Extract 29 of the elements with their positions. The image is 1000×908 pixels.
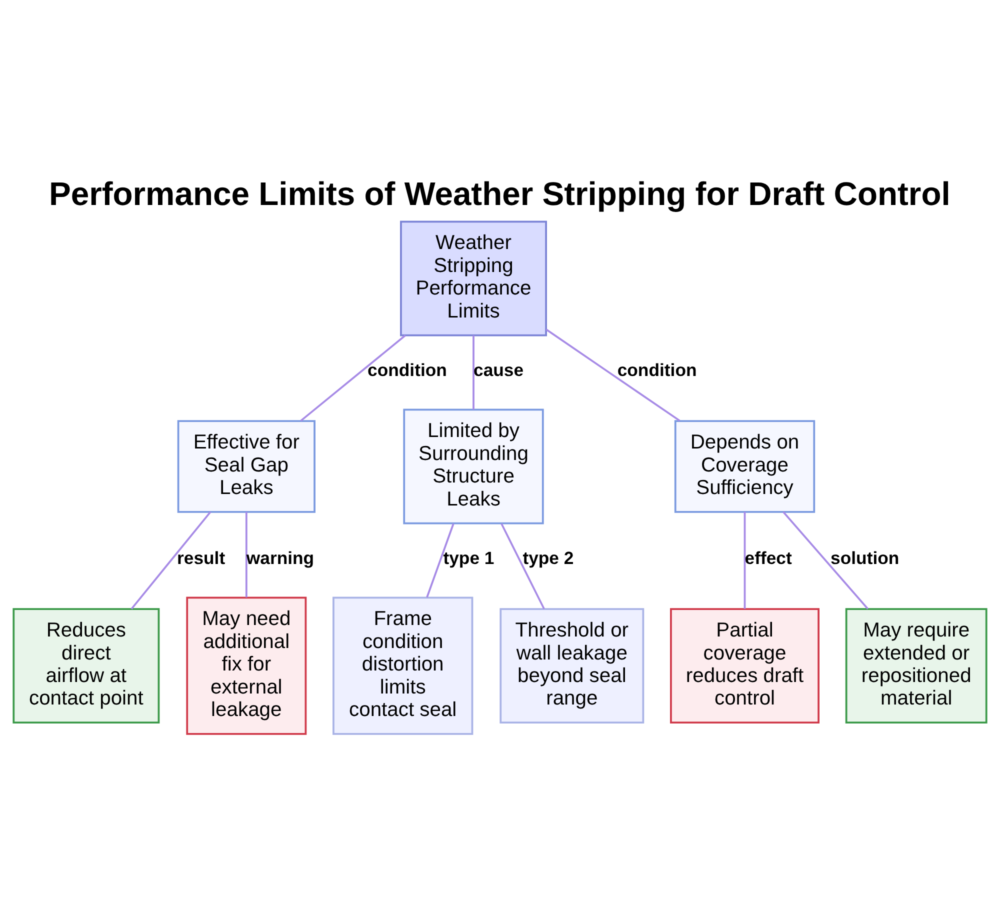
node-box: Weather Stripping Performance Limits: [400, 220, 547, 336]
node-box: Frame condition distortion limits contact seal: [332, 596, 474, 734]
edge-label: cause: [474, 359, 524, 380]
edge-label: result: [177, 547, 226, 568]
connector: [130, 510, 212, 609]
node-box: May require extended or repositioned material: [845, 608, 988, 724]
node-box: Partial coverage reduces draft control: [670, 608, 820, 724]
edge-label: condition: [617, 359, 697, 380]
connector: [744, 511, 746, 608]
connector: [245, 511, 248, 597]
connector: [472, 334, 474, 410]
node-box: May need additional fix for external leakage: [186, 596, 307, 734]
edge-label: condition: [368, 359, 447, 380]
edge-label: effect: [744, 547, 792, 568]
edge-label: warning: [246, 547, 314, 568]
diagram-title: Performance Limits of Weather Stripping for Draft Control: [48, 174, 950, 212]
connector: [782, 510, 869, 610]
edge-label: solution: [830, 547, 900, 568]
connector: [426, 522, 454, 598]
node-box: Effective for Seal Gap Leaks: [177, 420, 316, 512]
node-box: Threshold or wall leakage beyond seal range: [500, 608, 644, 724]
connector: [500, 522, 545, 609]
node-box: Depends on Coverage Sufficiency: [674, 420, 816, 512]
node-box: Reduces direct airflow at contact point: [12, 608, 160, 724]
edge-label: type 2: [522, 547, 574, 568]
edge-label: type 1: [443, 547, 494, 568]
connector: [300, 334, 406, 422]
node-box: Limited by Surrounding Structure Leaks: [403, 408, 544, 524]
connector: [546, 328, 680, 422]
